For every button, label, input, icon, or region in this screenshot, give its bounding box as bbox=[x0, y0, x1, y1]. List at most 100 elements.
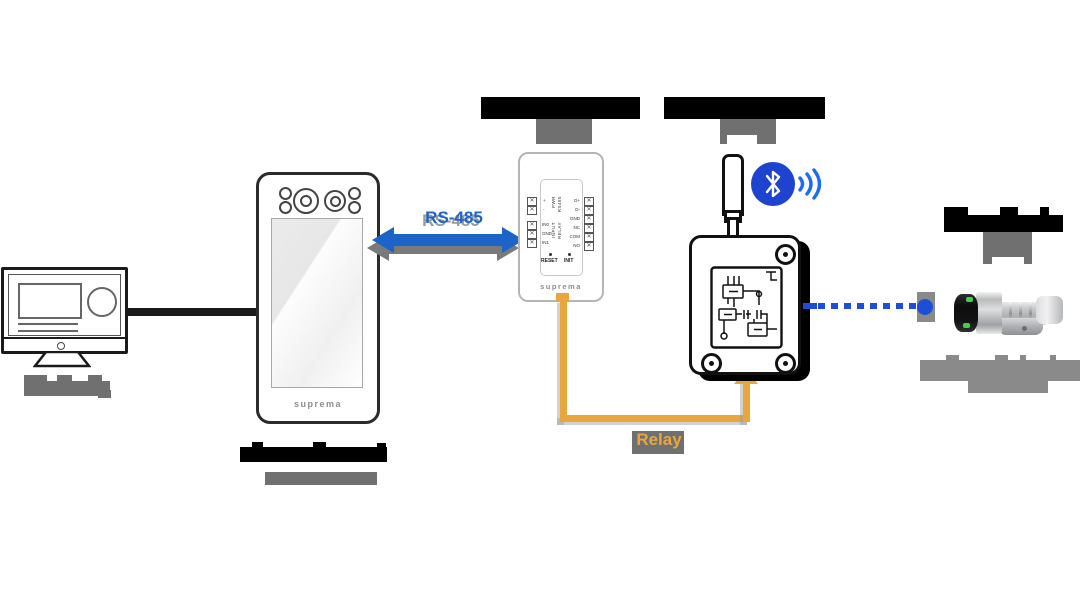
redacted-secureio-title bbox=[481, 97, 640, 119]
camera-lens-icon bbox=[300, 195, 312, 207]
terminal-group-label: RELAY bbox=[557, 222, 562, 239]
rs485-link-label: RS-485 bbox=[425, 208, 483, 227]
camera-icon bbox=[324, 190, 346, 212]
redacted-device-title bbox=[377, 443, 386, 447]
redacted-secureio-subtitle bbox=[536, 119, 592, 144]
redacted-device-subtitle bbox=[265, 472, 377, 485]
pc-to-device-cable bbox=[128, 308, 256, 316]
redacted-relay-label-shadow bbox=[632, 431, 684, 454]
terminal-label: COM bbox=[569, 234, 581, 239]
wireless-link-endpoint-icon bbox=[917, 299, 933, 315]
wireless-link-dashed bbox=[818, 303, 916, 309]
terminal-label: IN0 bbox=[542, 222, 550, 227]
camera-lens-icon bbox=[329, 195, 341, 207]
secure-io-panel bbox=[540, 179, 583, 276]
circuit-board-icon bbox=[710, 266, 783, 349]
screen-content-circle bbox=[87, 287, 117, 317]
terminal-icon: ✕ bbox=[584, 242, 594, 251]
lock-ridge bbox=[1019, 302, 1022, 325]
redacted-pc-label bbox=[57, 375, 72, 382]
terminal-icon: ✕ bbox=[527, 221, 537, 230]
redacted-lock-subtitle bbox=[983, 257, 992, 264]
init-label: INIT bbox=[564, 258, 574, 264]
redacted-lock-title bbox=[944, 207, 968, 215]
sensor-dot-icon bbox=[348, 187, 361, 200]
terminal-icon: ✕ bbox=[527, 197, 537, 206]
terminal-icon: ✕ bbox=[584, 197, 594, 206]
lock-ridge bbox=[1029, 302, 1032, 325]
wireless-link-stub bbox=[803, 303, 817, 309]
redacted-caption bbox=[1020, 355, 1026, 361]
lock-reader-body bbox=[976, 292, 1002, 334]
terminal-label: IN1 bbox=[542, 240, 550, 245]
redacted-gateway-subtitle bbox=[720, 119, 776, 144]
terminal-icon: ✕ bbox=[527, 206, 537, 215]
terminal-group-label: INPUT bbox=[551, 222, 556, 238]
redacted-lock-subtitle bbox=[983, 232, 1032, 257]
terminal-icon: ✕ bbox=[584, 215, 594, 224]
terminal-icon: ✕ bbox=[584, 224, 594, 233]
lock-led-icon bbox=[966, 297, 973, 302]
monitor-screen bbox=[8, 274, 121, 336]
facestation-device: suprema bbox=[256, 172, 380, 424]
biostar-pc-monitor bbox=[1, 267, 128, 354]
reset-label: RESET bbox=[541, 258, 558, 264]
antenna-rod bbox=[722, 154, 744, 216]
suprema-logo: suprema bbox=[540, 282, 582, 291]
smart-lock-cylinder bbox=[952, 288, 1074, 340]
redacted-notch bbox=[727, 135, 757, 144]
lock-thumbturn bbox=[1036, 296, 1063, 324]
relay-wire-vertical bbox=[560, 300, 567, 422]
redacted-device-title bbox=[240, 447, 387, 462]
relay-wire-horizontal bbox=[560, 415, 750, 422]
redacted-lock-subtitle bbox=[1024, 257, 1032, 264]
camera-icon bbox=[293, 188, 319, 214]
terminal-label: GND bbox=[570, 216, 580, 221]
terminal-icon: ✕ bbox=[584, 206, 594, 215]
redacted-pc-label bbox=[88, 375, 102, 382]
redacted-caption bbox=[920, 360, 1080, 381]
terminal-label: GND bbox=[542, 231, 552, 236]
redacted-caption bbox=[946, 355, 959, 361]
facestation-screen bbox=[271, 218, 363, 388]
terminal-group-label: RS485 bbox=[557, 196, 562, 213]
secure-io-connector bbox=[556, 293, 569, 302]
init-button bbox=[568, 253, 571, 256]
redacted-device-title bbox=[313, 442, 326, 447]
sensor-dot-icon bbox=[279, 187, 292, 200]
secure-io-module: ✕ ✕ ✕ ✕ ✕ ✕ ✕ ✕ ✕ ✕ ✕ + - IN0 GND IN1 D+… bbox=[518, 152, 604, 302]
redacted-caption bbox=[995, 355, 1008, 361]
reset-button bbox=[549, 253, 552, 256]
redacted-lock-title bbox=[944, 215, 1063, 232]
redacted-pc-label bbox=[24, 381, 110, 396]
redacted-device-title bbox=[252, 442, 263, 447]
screen-content-line bbox=[18, 323, 78, 325]
terminal-label: D+ bbox=[574, 198, 580, 203]
screen-content-rect bbox=[18, 283, 82, 319]
suprema-logo: suprema bbox=[293, 399, 343, 409]
terminal-label: - bbox=[543, 207, 545, 212]
terminal-label: NC bbox=[573, 225, 581, 230]
screw-icon bbox=[701, 353, 722, 374]
screw-icon bbox=[775, 353, 796, 374]
terminal-group-label: PWR bbox=[551, 196, 556, 208]
lock-reader-face bbox=[954, 294, 978, 332]
relay-wire-riser bbox=[743, 381, 750, 422]
terminal-label: NO bbox=[573, 243, 580, 248]
terminal-icon: ✕ bbox=[584, 233, 594, 242]
sensor-dot-icon bbox=[279, 201, 292, 214]
screw-icon bbox=[775, 244, 796, 265]
screen-content-line bbox=[18, 330, 78, 332]
terminal-label: D- bbox=[575, 207, 580, 212]
redacted-caption bbox=[968, 381, 1048, 393]
terminal-label: + bbox=[543, 198, 546, 203]
redacted-gateway-title bbox=[664, 97, 825, 119]
sensor-dot-icon bbox=[348, 201, 361, 214]
monitor-stand bbox=[33, 351, 91, 368]
terminal-icon: ✕ bbox=[527, 230, 537, 239]
lock-screw bbox=[1022, 326, 1027, 331]
monitor-bezel-bar bbox=[4, 337, 125, 351]
lock-led-icon bbox=[963, 323, 970, 328]
redacted-lock-title bbox=[1040, 207, 1049, 215]
